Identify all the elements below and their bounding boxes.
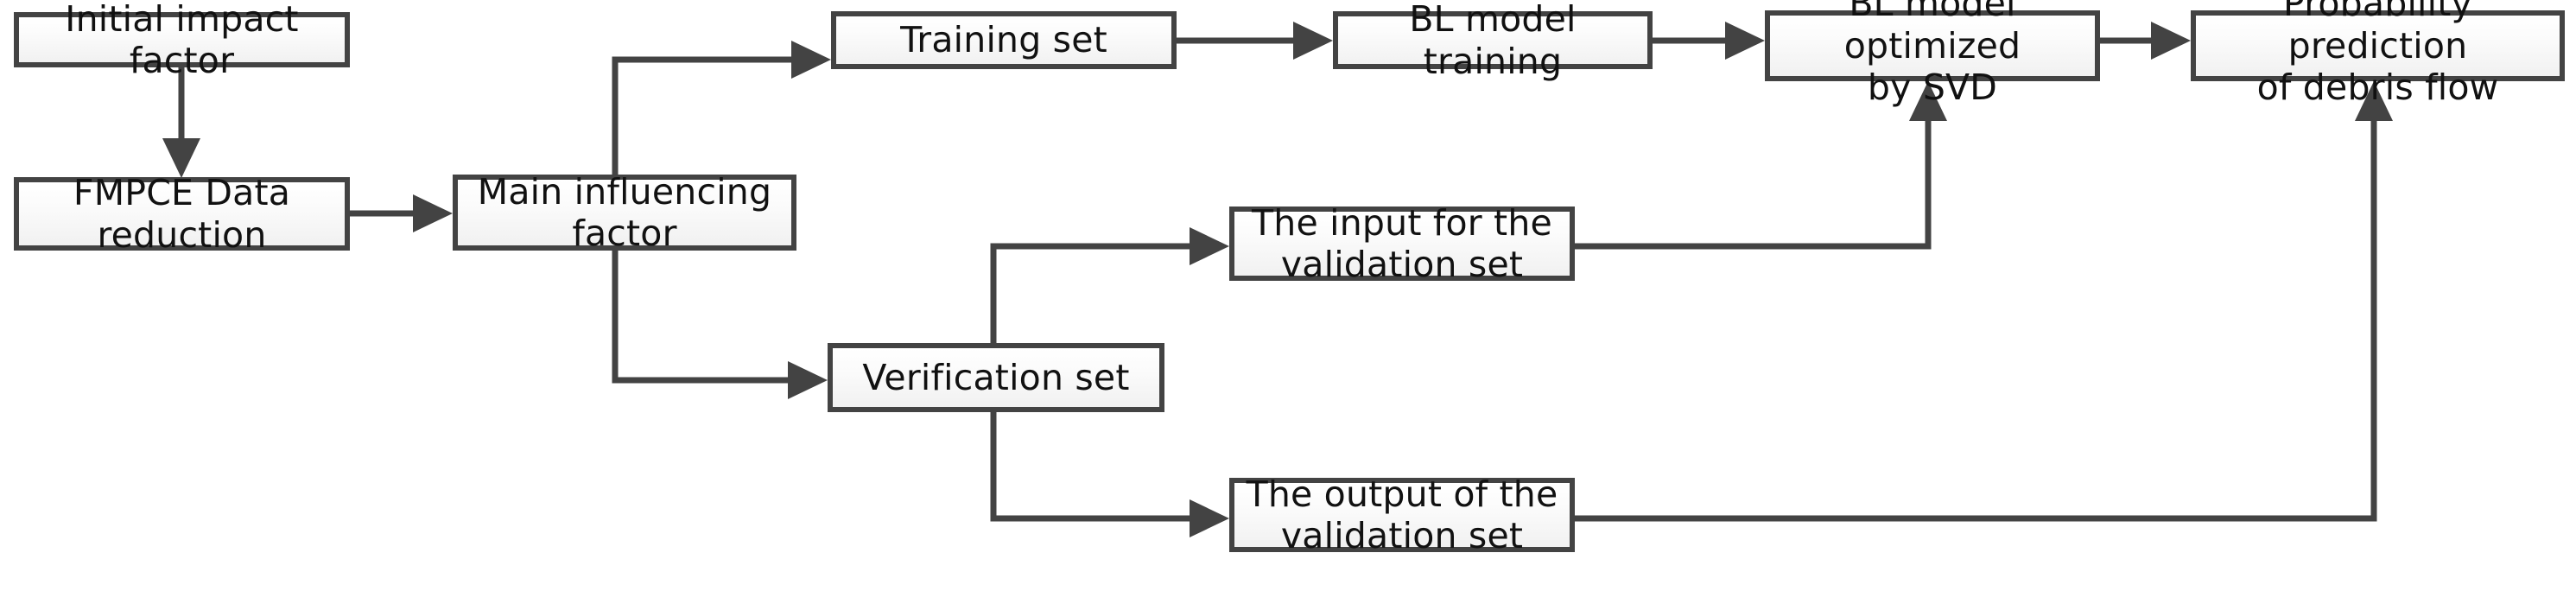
node-bl-model-optimized-by-svd[interactable]: BL model optimized by SVD bbox=[1765, 0, 2100, 108]
node-label: The output of the validation set bbox=[1246, 473, 1558, 556]
node-main-influencing-factor[interactable]: Main influencing factor bbox=[453, 171, 796, 254]
edge-bl-training-to-svd bbox=[1653, 22, 1765, 60]
node-label: Training set bbox=[900, 19, 1107, 61]
node-output-of-validation-set[interactable]: The output of the validation set bbox=[1229, 473, 1575, 556]
node-label: The input for the validation set bbox=[1252, 201, 1552, 285]
edge-main-to-verification bbox=[612, 251, 828, 399]
node-label: BL model optimized by SVD bbox=[1843, 0, 2021, 109]
edge-verification-to-output bbox=[990, 412, 1229, 537]
node-fmpce-data-reduction[interactable]: FMPCE Data reduction bbox=[14, 172, 350, 256]
node-verification-set[interactable]: Verification set bbox=[828, 343, 1164, 412]
node-label: BL model training bbox=[1409, 0, 1577, 82]
node-label: Initial impact factor bbox=[65, 0, 299, 81]
edge-main-to-training bbox=[612, 41, 831, 175]
node-label: Probability prediction of debris flow bbox=[2256, 0, 2499, 109]
node-training-set[interactable]: Training set bbox=[831, 11, 1177, 69]
edge-verification-to-input bbox=[990, 227, 1229, 343]
edge-fmpce-to-main bbox=[350, 194, 453, 232]
edge-initial-to-fmpce bbox=[162, 67, 200, 178]
node-label: FMPCE Data reduction bbox=[73, 172, 291, 256]
node-probability-prediction-of-debris-flow[interactable]: Probability prediction of debris flow bbox=[2191, 0, 2565, 108]
node-input-for-validation-set[interactable]: The input for the validation set bbox=[1229, 202, 1575, 285]
edge-output-to-probability bbox=[1575, 81, 2393, 522]
node-label: Main influencing factor bbox=[477, 170, 772, 254]
edge-training-to-bl-training bbox=[1177, 22, 1333, 60]
node-bl-model-training[interactable]: BL model training bbox=[1333, 0, 1653, 82]
node-initial-impact-factor[interactable]: Initial impact factor bbox=[14, 0, 350, 81]
edge-svd-to-probability bbox=[2100, 22, 2191, 60]
node-label: Verification set bbox=[862, 356, 1130, 398]
